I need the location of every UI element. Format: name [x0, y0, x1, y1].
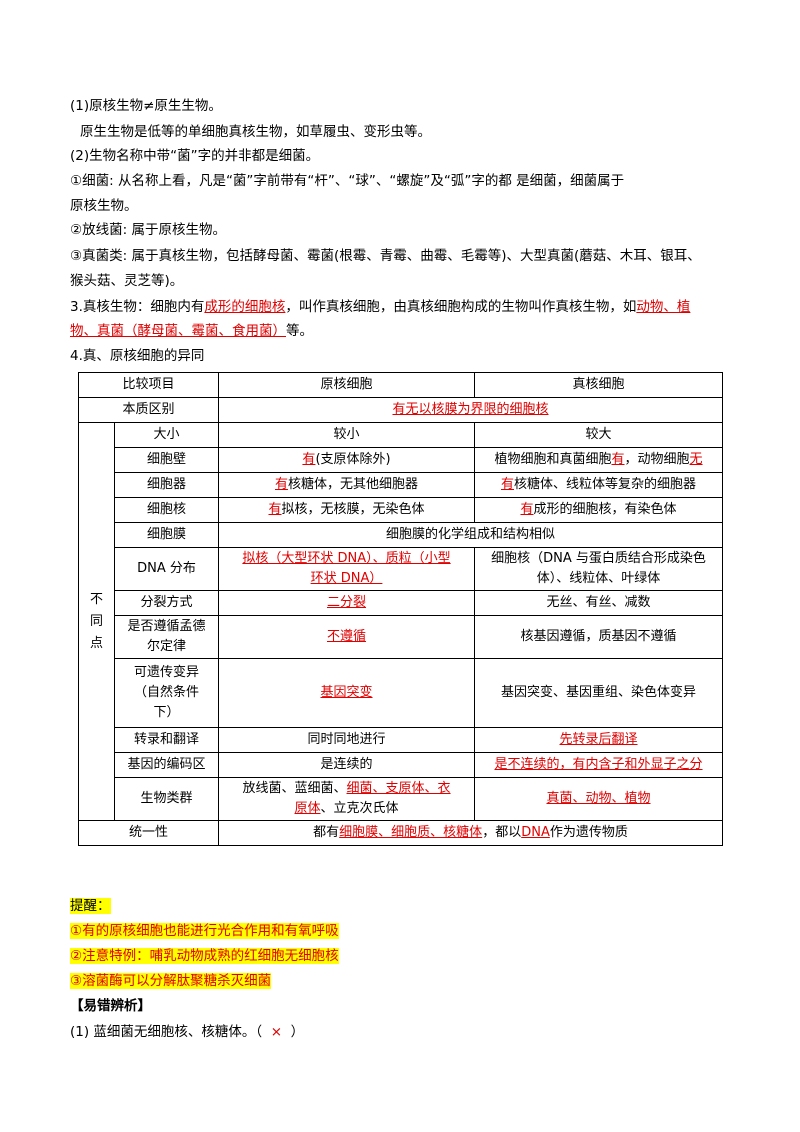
table-header-cell: 原核细胞 — [218, 372, 476, 398]
row-label: 细胞膜 — [113, 522, 220, 548]
highlight-term: 动物、植 — [636, 299, 691, 315]
table-row: 细胞膜 细胞膜的化学组成和结构相似 — [79, 522, 724, 548]
paragraph: ②放线菌: 属于原核生物。 — [70, 222, 226, 238]
table-cell: 有(支原体除外) — [218, 447, 476, 473]
row-label: 生物类群 — [113, 777, 220, 821]
row-label: 大小 — [113, 422, 220, 448]
table-cell: 有成形的细胞核，有染色体 — [474, 497, 724, 523]
row-label: 细胞壁 — [113, 447, 220, 473]
row-label: 细胞核 — [113, 497, 220, 523]
tip-item: ②注意特例：哺乳动物成熟的红细胞无细胞核 — [70, 948, 339, 964]
table-row: 统一性 都有细胞膜、细胞质、核糖体，都以DNA作为遗传物质 — [77, 820, 724, 846]
paragraph: (2)生物名称中带“菌”字的并非都是细菌。 — [70, 148, 320, 164]
error-question: (1) 蓝细菌无细胞核、核糖体。（ × ） — [70, 1024, 305, 1040]
table-row: 是否遵循孟德尔定律 不遵循 核基因遵循，质基因不遵循 — [79, 615, 724, 659]
table-row: 生物类群 放线菌、蓝细菌、细菌、支原体、衣原体、立克次氏体 真菌、动物、植物 — [79, 777, 724, 821]
table-cell: 较小 — [218, 422, 476, 448]
table-cell: 有核糖体、线粒体等复杂的细胞器 — [474, 472, 724, 498]
table-cell: 基因突变 — [218, 658, 476, 728]
row-label: 分裂方式 — [113, 590, 220, 616]
table-row: 可遗传变异（自然条件下） 基因突变 基因突变、基因重组、染色体变异 — [79, 658, 724, 728]
table-cell: 有拟核，无核膜，无染色体 — [218, 497, 476, 523]
table-row: 比较项目 原核细胞 真核细胞 — [77, 372, 724, 398]
section-4-title: 4.真、原核细胞的异同 — [70, 348, 205, 364]
table-cell: 是连续的 — [218, 752, 476, 778]
table-header-cell: 真核细胞 — [474, 372, 724, 398]
table-cell: 是不连续的，有内含子和外显子之分 — [474, 752, 724, 778]
table-row: 细胞核 有拟核，无核膜，无染色体 有成形的细胞核，有染色体 — [79, 497, 724, 523]
table-cell: 都有细胞膜、细胞质、核糖体，都以DNA作为遗传物质 — [218, 820, 724, 846]
table-cell: 二分裂 — [218, 590, 476, 616]
table-cell: 同时同地进行 — [218, 727, 476, 753]
paragraph: ③真菌类: 属于真核生物，包括酵母菌、霉菌(根霉、青霉、曲霉、毛霉等)、大型真菌… — [70, 248, 701, 264]
paragraph: (1)原核生物≠原生生物。 — [70, 98, 222, 114]
paragraph: ①细菌: 从名称上看，凡是“菌”字前带有“杆”、“球”、“螺旋”及“弧”字的都 … — [70, 173, 625, 189]
group-label: 不同点 — [78, 422, 115, 821]
highlight-term: 物、真菌（酵母菌、霉菌、食用菌） — [70, 323, 286, 339]
tips-title: 提醒： — [70, 898, 111, 914]
table-row: 本质区别 有无以核膜为界限的细胞核 — [77, 397, 724, 423]
paragraph: 原核生物。 — [70, 198, 138, 214]
table-cell: 较大 — [474, 422, 724, 448]
paragraph: 原生生物是低等的单细胞真核生物，如草履虫、变形虫等。 — [80, 124, 431, 140]
table-cell: 拟核（大型环状 DNA）、质粒（小型环状 DNA） — [218, 547, 476, 591]
table-cell: 放线菌、蓝细菌、细菌、支原体、衣原体、立克次氏体 — [218, 777, 476, 821]
table-cell: 植物细胞和真菌细胞有，动物细胞无 — [474, 447, 724, 473]
row-label: DNA 分布 — [113, 547, 220, 591]
table-row: 分裂方式 二分裂 无丝、有丝、减数 — [79, 590, 724, 616]
table-cell: 真菌、动物、植物 — [474, 777, 724, 821]
table-cell: 细胞核（DNA 与蛋白质结合形成染色体）、线粒体、叶绿体 — [474, 547, 724, 591]
row-label: 统一性 — [77, 820, 220, 846]
row-label: 转录和翻译 — [113, 727, 220, 753]
row-label: 细胞器 — [113, 472, 220, 498]
tip-item: ①有的原核细胞也能进行光合作用和有氧呼吸 — [70, 923, 339, 939]
table-row: 转录和翻译 同时同地进行 先转录后翻译 — [79, 727, 724, 753]
cross-mark-icon: × — [270, 1024, 283, 1040]
section-3-line2: 物、真菌（酵母菌、霉菌、食用菌）等。 — [70, 323, 313, 339]
table-row: 细胞器 有核糖体，无其他细胞器 有核糖体、线粒体等复杂的细胞器 — [79, 472, 724, 498]
section-3-line1: 3.真核生物：细胞内有成形的细胞核，叫作真核细胞，由真核细胞构成的生物叫作真核生… — [70, 299, 691, 315]
highlight-term: 成形的细胞核 — [204, 299, 286, 315]
table-cell: 有无以核膜为界限的细胞核 — [218, 397, 724, 423]
comparison-table: 比较项目 原核细胞 真核细胞 本质区别 有无以核膜为界限的细胞核 不同点 大小 … — [77, 372, 724, 846]
row-label: 是否遵循孟德尔定律 — [113, 615, 220, 659]
table-row: 不同点 大小 较小 较大 — [78, 422, 724, 821]
table-cell: 核基因遵循，质基因不遵循 — [474, 615, 724, 659]
table-row: DNA 分布 拟核（大型环状 DNA）、质粒（小型环状 DNA） 细胞核（DNA… — [79, 547, 724, 591]
error-analysis-title: 【易错辨析】 — [70, 998, 151, 1014]
table-row: 细胞壁 有(支原体除外) 植物细胞和真菌细胞有，动物细胞无 — [79, 447, 724, 473]
table-cell: 不遵循 — [218, 615, 476, 659]
table-cell: 无丝、有丝、减数 — [474, 590, 724, 616]
row-label: 可遗传变异（自然条件下） — [113, 658, 220, 728]
row-label: 本质区别 — [77, 397, 220, 423]
row-label: 基因的编码区 — [113, 752, 220, 778]
tip-item: ③溶菌酶可以分解肽聚糖杀灭细菌 — [70, 973, 272, 989]
table-header-cell: 比较项目 — [77, 372, 220, 398]
paragraph: 猴头菇、灵芝等)。 — [70, 273, 184, 289]
table-cell: 细胞膜的化学组成和结构相似 — [218, 522, 724, 548]
table-cell: 有核糖体，无其他细胞器 — [218, 472, 476, 498]
table-cell: 基因突变、基因重组、染色体变异 — [474, 658, 724, 728]
table-cell: 先转录后翻译 — [474, 727, 724, 753]
table-row: 基因的编码区 是连续的 是不连续的，有内含子和外显子之分 — [79, 752, 724, 778]
